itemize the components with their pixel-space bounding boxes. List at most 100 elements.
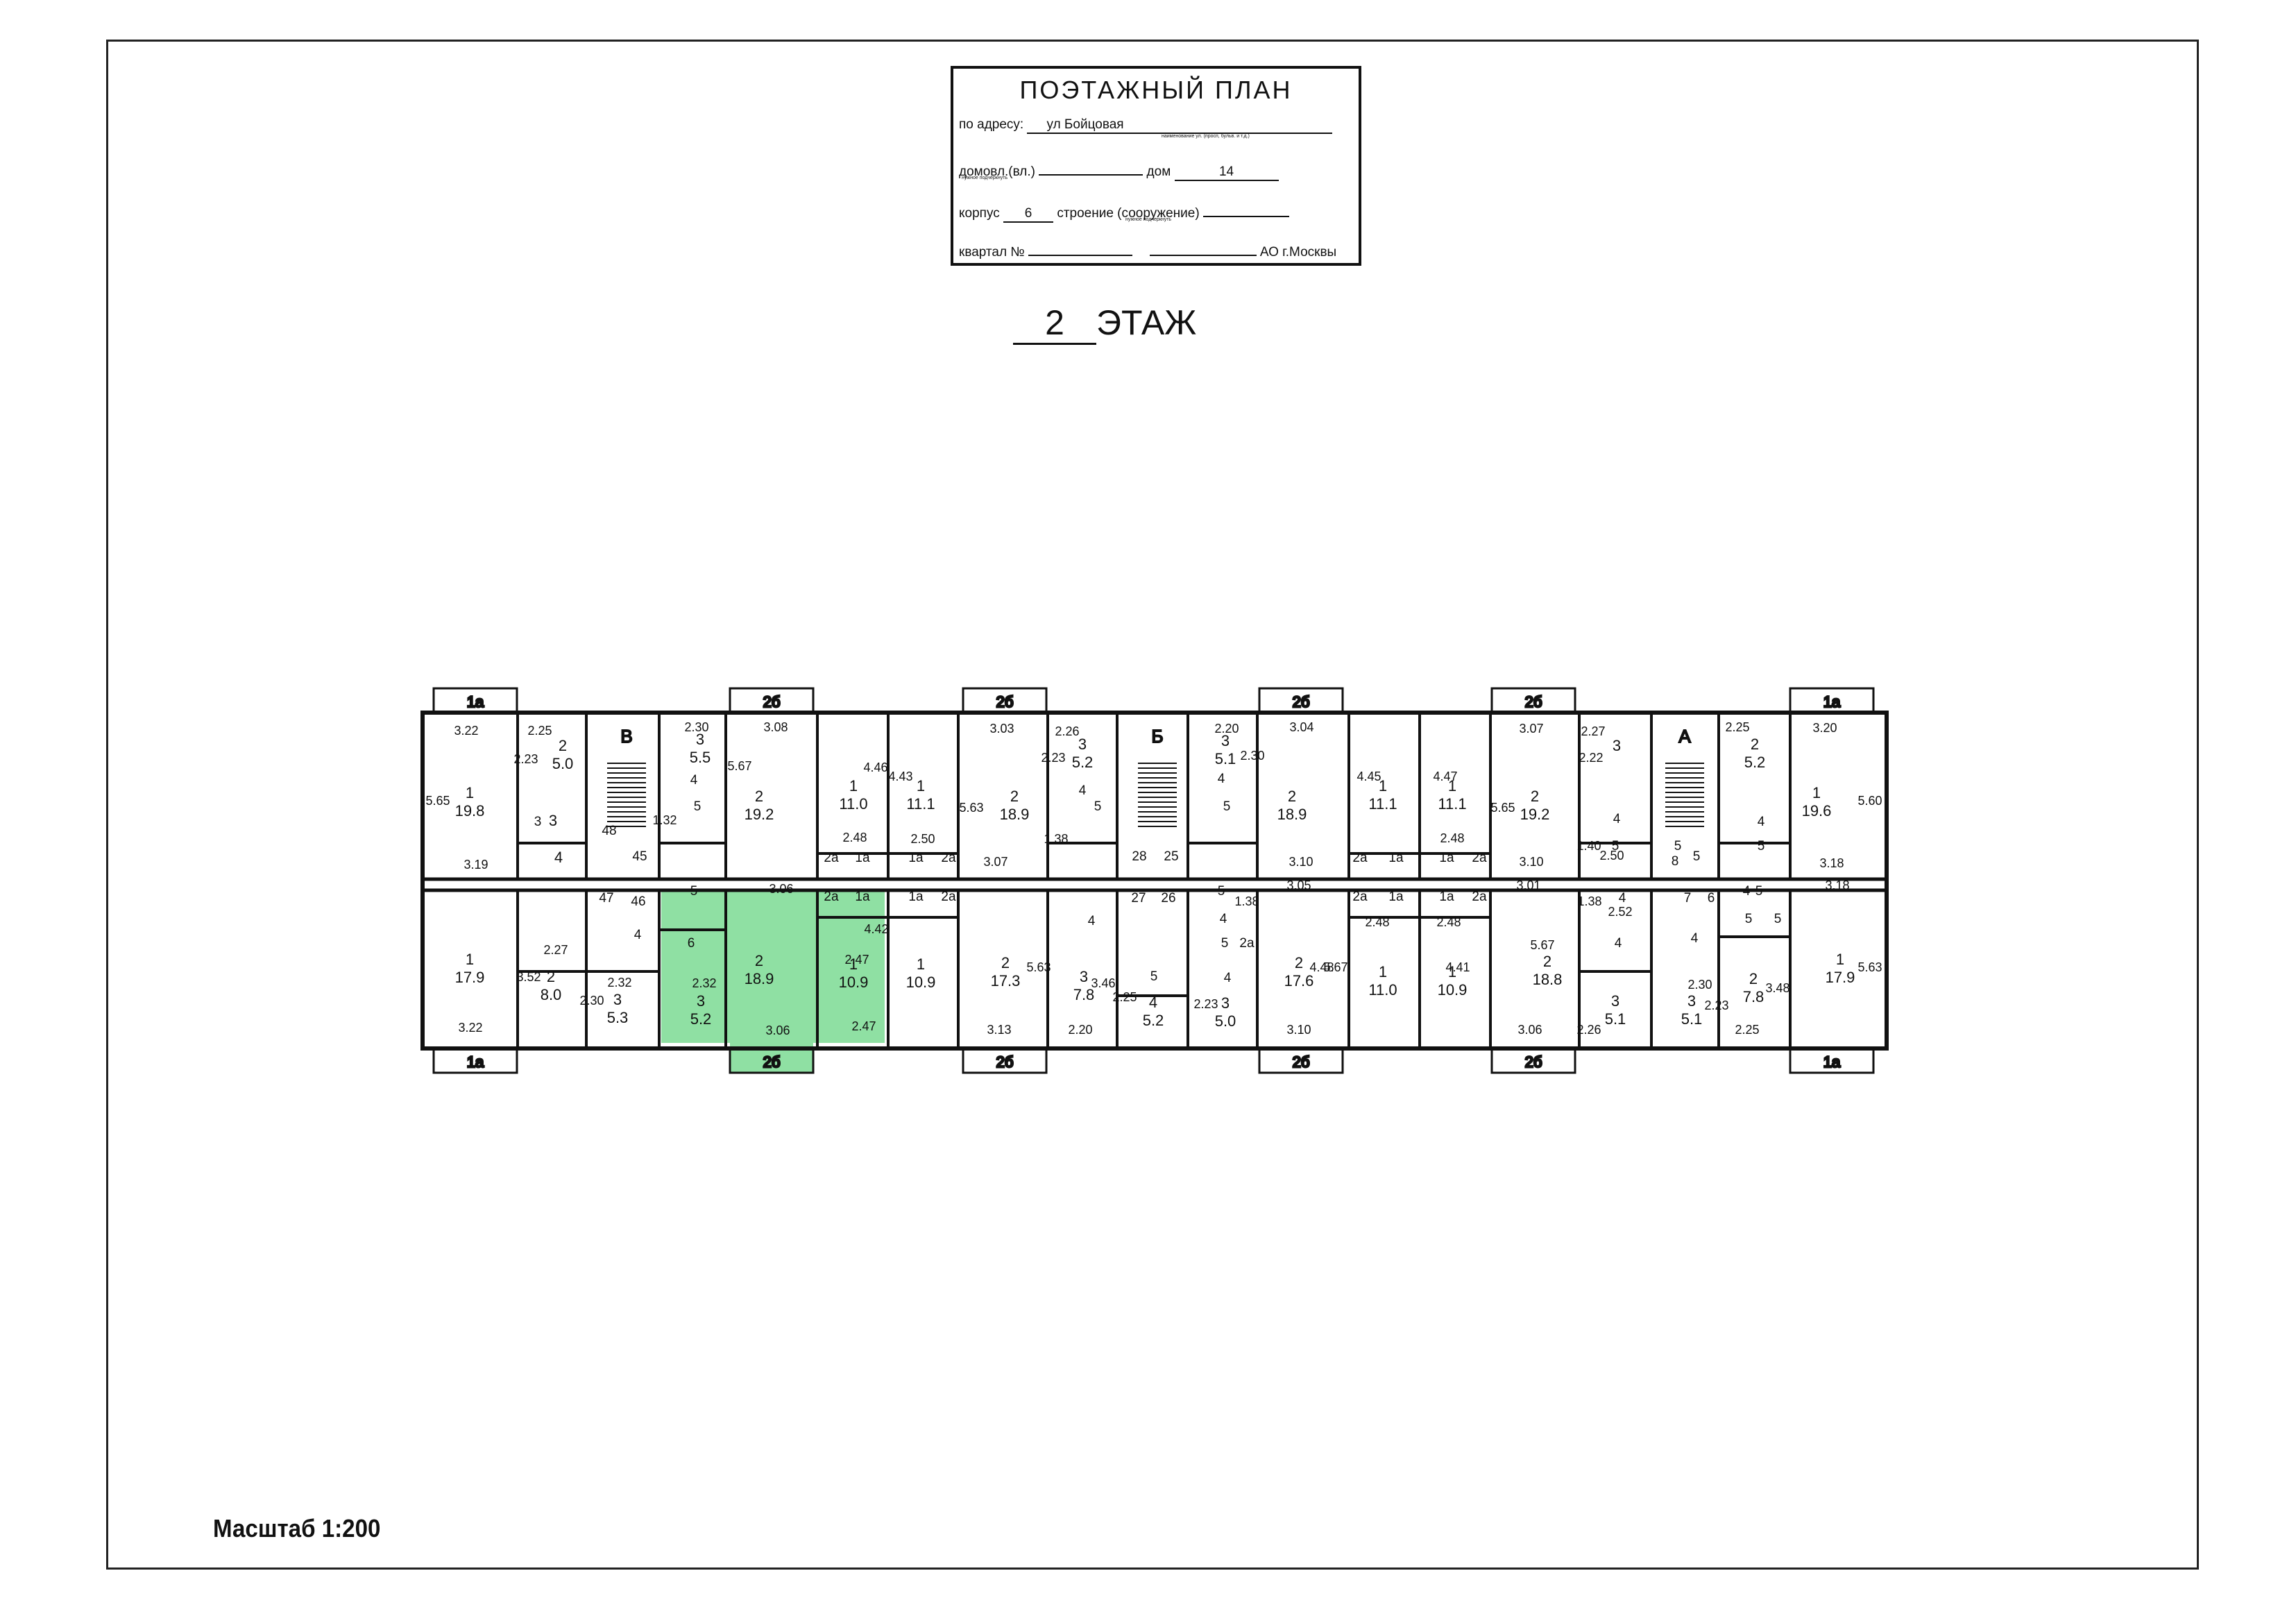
room-number: 3 xyxy=(1613,737,1621,754)
dimension-label: 2.30 xyxy=(1687,978,1712,992)
dom-label: дом xyxy=(1146,164,1171,179)
room-area: 17.9 xyxy=(1826,969,1855,986)
plan-small-label: 2a xyxy=(1472,851,1487,865)
balcony xyxy=(729,687,815,714)
room-area: 10.9 xyxy=(1438,981,1468,999)
dimension-label: 4.43 xyxy=(888,770,912,783)
domovl-row: домовл.(вл.) дом 14 xyxy=(959,159,1279,181)
plan-small-label: 2a xyxy=(824,890,839,904)
plan-small-label: 5 xyxy=(1223,799,1231,814)
plan-small-label: 3 xyxy=(534,815,542,829)
balcony-label: 1а xyxy=(1823,1053,1841,1071)
dimension-label: 3.10 xyxy=(1286,1023,1311,1037)
room-area: 5.0 xyxy=(1215,1012,1236,1030)
plan-small-label: 4 xyxy=(1758,815,1765,829)
dimension-label: 3.52 xyxy=(516,970,541,984)
dimension-label: 3.10 xyxy=(1289,855,1313,869)
room-number: 3 xyxy=(1080,968,1088,985)
korpus-label: корпус xyxy=(959,206,1000,221)
room-area: 18.9 xyxy=(1277,806,1307,823)
dimension-label: 1.40 xyxy=(1576,839,1601,853)
stair-letter: Б xyxy=(1151,726,1163,747)
dimension-label: 3.20 xyxy=(1812,721,1837,735)
room-area: 17.9 xyxy=(455,969,485,986)
balcony-label: 2б xyxy=(1293,693,1310,711)
address-label: по адресу: xyxy=(959,117,1024,132)
dimension-label: 3.01 xyxy=(1516,878,1540,892)
room-number: 1 xyxy=(466,784,474,801)
dimension-label: 2.48 xyxy=(1365,915,1389,929)
drawing-frame xyxy=(106,40,2199,1570)
balcony-label: 1а xyxy=(1823,693,1841,711)
dimension-label: 3.46 xyxy=(1091,976,1115,990)
dimension-label: 5.63 xyxy=(1857,960,1882,974)
dimension-label: 2.30 xyxy=(684,720,708,734)
floor-label: ЭТАЖ xyxy=(1096,303,1197,342)
kvartal-row: квартал № АО г.Москвы xyxy=(959,239,1336,260)
dimension-label: 3.08 xyxy=(763,720,788,734)
dimension-label: 3.07 xyxy=(1519,722,1543,736)
hl-room-2 xyxy=(661,890,818,1043)
plan-small-label: 1a xyxy=(1439,890,1454,904)
room-area: 10.9 xyxy=(839,974,869,991)
room-number: 2 xyxy=(1001,954,1010,971)
dimension-label: 2.23 xyxy=(1704,999,1728,1012)
dimension-label: 2.30 xyxy=(1240,749,1264,763)
room-area: 19.2 xyxy=(1520,806,1550,823)
dimension-label: 2.47 xyxy=(851,1019,876,1033)
dimension-label: 2.25 xyxy=(527,724,552,738)
dimension-label: 2.26 xyxy=(1576,1023,1601,1037)
room-number: 2 xyxy=(1010,788,1019,805)
plan-small-label: 5 xyxy=(1094,799,1102,814)
room-area: 18.8 xyxy=(1533,971,1563,988)
plan-small-label: 2a xyxy=(941,890,956,904)
balcony-label: 2б xyxy=(1525,693,1542,711)
room-number: 3 xyxy=(1221,732,1230,749)
plan-small-label: 5 xyxy=(1674,839,1682,853)
dimension-label: 4.41 xyxy=(1445,960,1470,974)
room-number: 3 xyxy=(1078,736,1087,753)
room-number: 1 xyxy=(917,955,925,973)
plan-small-label: 5 xyxy=(1774,912,1782,926)
room-number: 3 xyxy=(696,731,704,748)
room-number: 2 xyxy=(547,968,555,985)
plan-small-label: 4 xyxy=(1220,912,1227,926)
plan-small-label: 2a xyxy=(941,851,956,865)
room-area: 17.3 xyxy=(991,972,1021,989)
room-number: 1 xyxy=(849,955,858,973)
dimension-label: 2.25 xyxy=(1112,990,1137,1004)
dimension-label: 2.20 xyxy=(1214,722,1239,736)
dom-value: 14 xyxy=(1174,164,1279,181)
room-number: 3 xyxy=(1687,992,1696,1010)
balcony xyxy=(1789,1047,1875,1074)
balcony xyxy=(1258,1047,1344,1074)
room-area: 5.1 xyxy=(1681,1010,1703,1028)
dimension-label: 1.32 xyxy=(652,813,677,827)
room-number: 3 xyxy=(1221,994,1230,1012)
dimension-label: 4.48 xyxy=(1309,960,1334,974)
dimension-label: 3.06 xyxy=(765,1023,790,1037)
dimension-label: 3.10 xyxy=(1519,855,1543,869)
floor-number: 2 xyxy=(1013,303,1096,345)
room-area: 5.1 xyxy=(1215,750,1236,767)
room-area: 18.9 xyxy=(745,970,774,987)
plan-small-label: 25 xyxy=(1164,849,1178,864)
plan-small-label: 4 xyxy=(1691,931,1699,946)
plan-small-label: 1a xyxy=(1388,890,1404,904)
room-number: 1 xyxy=(1379,963,1387,980)
dimension-label: 2.25 xyxy=(1725,720,1749,734)
room-number: 2 xyxy=(1749,970,1758,987)
balcony xyxy=(432,687,518,714)
balcony xyxy=(432,1047,518,1074)
plan-small-label: 5 xyxy=(1745,912,1753,926)
room-area: 11.1 xyxy=(906,795,935,813)
plan-small-label: 5 xyxy=(1221,936,1229,951)
room-number: 2 xyxy=(1751,736,1759,753)
dimension-label: 5.63 xyxy=(959,801,983,815)
room-area: 5.2 xyxy=(690,1010,712,1028)
balcony xyxy=(1258,687,1344,714)
dimension-label: 3.48 xyxy=(1765,981,1789,995)
dimension-label: 2.26 xyxy=(1055,724,1079,738)
